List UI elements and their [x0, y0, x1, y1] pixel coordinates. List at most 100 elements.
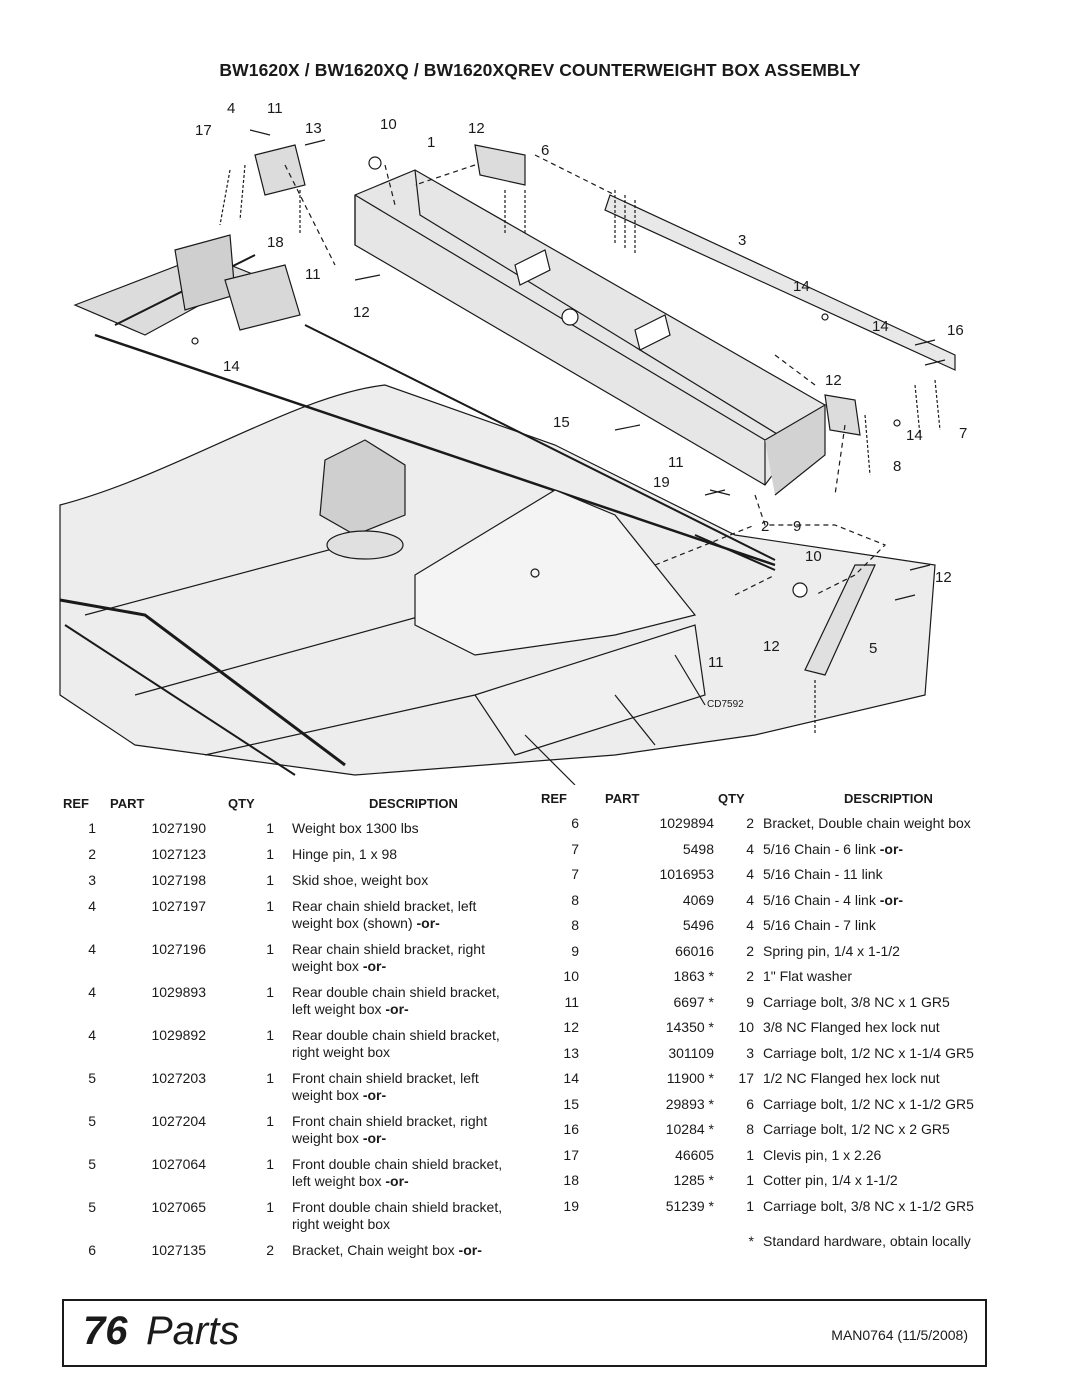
cell-description: Weight box 1300 lbs: [274, 820, 524, 846]
callout: 15: [553, 414, 570, 431]
header-part: PART: [605, 791, 640, 806]
callout: 12: [763, 638, 780, 655]
cell-description: Carriage bolt, 1/2 NC x 1-1/2 GR5: [754, 1096, 1004, 1122]
cell-part: 1027135: [151, 1242, 206, 1258]
cell-part: 1027203: [151, 1070, 206, 1086]
cell-part: 51239 *: [665, 1197, 714, 1214]
cell-ref: 6: [571, 815, 579, 831]
cell-part: 1027198: [151, 872, 206, 888]
description-text: 3/8 NC Flanged hex lock nut: [763, 1019, 940, 1035]
cell-description: Carriage bolt, 1/2 NC x 1-1/4 GR5: [754, 1045, 1004, 1071]
cell-ref: 13: [563, 1044, 579, 1061]
description-text: Carriage bolt, 1/2 NC x 1-1/4 GR5: [763, 1044, 974, 1061]
cell-qty: 1: [746, 1197, 754, 1214]
header-qty: QTY: [228, 796, 255, 811]
cell-qty: 1: [266, 898, 274, 914]
cell-part: 1016953: [659, 866, 714, 882]
cell-part: 1027065: [151, 1199, 206, 1215]
description-text: Carriage bolt, 3/8 NC x 1 GR5: [763, 993, 950, 1010]
cell-ref: 6: [88, 1242, 96, 1258]
header-ref: REF: [63, 796, 89, 811]
callout: 8: [893, 458, 901, 475]
callout: 12: [825, 372, 842, 389]
cell-description: Carriage bolt, 1/2 NC x 2 GR5: [754, 1121, 1004, 1147]
cell-ref: 15: [563, 1095, 579, 1112]
cell-description: Hinge pin, 1 x 98: [274, 846, 524, 872]
gearbox: [319, 439, 406, 536]
cell-description: 5/16 Chain - 11 link: [754, 866, 1004, 892]
description-text: Rear double chain shield bracket,: [292, 984, 500, 1000]
cell-qty: 9: [746, 993, 754, 1010]
section-title: Parts: [146, 1309, 240, 1353]
cell-ref: 2: [88, 846, 96, 862]
callout: 11: [668, 454, 684, 471]
header-ref: REF: [541, 791, 567, 806]
cell-description: Bracket, Double chain weight box: [754, 815, 1004, 841]
cell-qty: 1: [266, 820, 274, 836]
callout: 6: [541, 142, 549, 159]
cell-ref: 11: [564, 993, 579, 1010]
cell-part: 1027064: [151, 1156, 206, 1172]
page-footer: 76 Parts MAN0764 (11/5/2008): [62, 1299, 987, 1367]
cell-description: Clevis pin, 1 x 2.26: [754, 1147, 1004, 1173]
description-text: 5/16 Chain - 6 link: [763, 840, 876, 857]
cell-part: 1027123: [151, 846, 206, 862]
cell-description: 5/16 Chain - 4 link -or-: [754, 892, 1004, 918]
cell-description: 1/2 NC Flanged hex lock nut: [754, 1070, 1004, 1096]
cell-description: 1" Flat washer: [754, 968, 1004, 994]
description-text: 5/16 Chain - 11 link: [763, 866, 883, 882]
cell-part: 1027197: [151, 898, 206, 914]
cell-description: Cotter pin, 1/4 x 1-1/2: [754, 1172, 1004, 1198]
header-description: DESCRIPTION: [844, 791, 933, 806]
cell-qty: 2: [746, 815, 754, 831]
description-text: Bracket, Double chain weight box: [763, 815, 971, 831]
cell-ref: 8: [571, 891, 579, 908]
cell-ref: 19: [563, 1197, 579, 1214]
callout: 1: [427, 134, 435, 151]
description-text: Front double chain shield bracket,: [292, 1156, 503, 1172]
cell-description: Carriage bolt, 3/8 NC x 1-1/2 GR5: [754, 1198, 1004, 1224]
cell-qty: 17: [738, 1070, 754, 1086]
cell-qty: 1: [266, 1113, 274, 1129]
cell-qty: 1: [746, 1146, 754, 1163]
cell-qty: 2: [746, 968, 754, 984]
callout-labels: 4 11 17 13 10 1 12 6 3 18 11 12 14 14 16…: [195, 100, 967, 710]
callout: 11: [305, 266, 321, 283]
description-text-line2: weight box: [292, 958, 359, 974]
description-text: Clevis pin, 1 x 2.26: [763, 1146, 882, 1163]
or-marker: -or-: [458, 1242, 482, 1258]
cell-qty: 1: [266, 846, 274, 862]
description-text: Skid shoe, weight box: [292, 872, 429, 888]
cell-ref: 12: [563, 1019, 579, 1035]
cell-ref: 1: [88, 820, 96, 836]
description-text-line2: left weight box: [292, 1001, 386, 1017]
description-text: Weight box 1300 lbs: [292, 820, 419, 836]
callout: 14: [906, 427, 923, 444]
cell-qty: 2: [266, 1242, 274, 1258]
cell-description: Rear double chain shield bracket,left we…: [274, 984, 524, 1027]
cell-part: 11900 *: [666, 1070, 714, 1086]
cell-part: 46605: [675, 1146, 714, 1163]
callout: 2: [761, 518, 769, 535]
callout: 19: [653, 474, 670, 491]
cell-qty: 1: [266, 941, 274, 957]
hitch-frame: [474, 624, 706, 756]
description-text-line2: weight box: [292, 1087, 359, 1103]
